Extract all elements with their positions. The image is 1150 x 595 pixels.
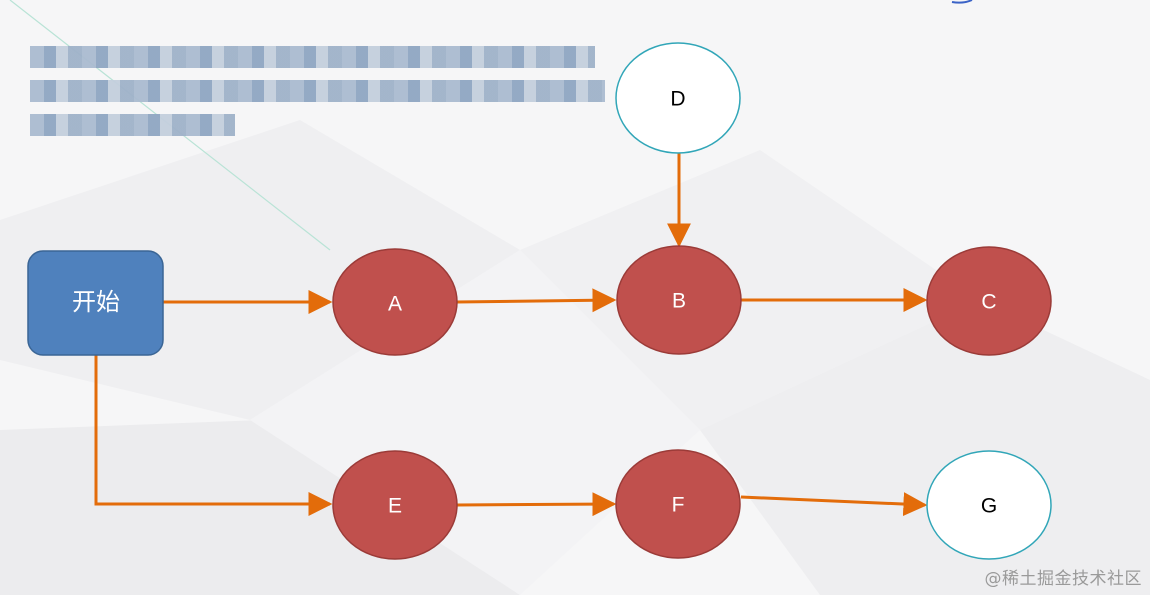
watermark: @稀土掘金技术社区	[984, 569, 1142, 589]
node-start[interactable]: 开始	[27, 250, 164, 356]
node-a-circle[interactable]	[332, 248, 458, 356]
node-b-label: B	[672, 290, 686, 313]
redacted-row	[30, 46, 595, 68]
node-c[interactable]: C	[926, 246, 1052, 356]
edge-e-f	[456, 492, 617, 517]
node-d-circle[interactable]	[615, 42, 741, 154]
blue-decor-stroke	[951, 0, 973, 4]
node-f[interactable]: F	[615, 449, 741, 559]
node-g-circle[interactable]	[926, 450, 1052, 560]
node-c-circle[interactable]	[926, 246, 1052, 356]
node-e-circle[interactable]	[332, 450, 458, 560]
node-b[interactable]: B	[616, 245, 742, 355]
edge-start-e	[94, 355, 333, 516]
node-f-circle[interactable]	[615, 449, 741, 559]
node-c-label: C	[981, 291, 996, 314]
node-a-label: A	[388, 293, 402, 316]
node-b-circle[interactable]	[616, 245, 742, 355]
node-e-label: E	[388, 495, 402, 518]
redacted-row	[30, 114, 235, 136]
start-node-label: 开始	[72, 288, 120, 316]
node-f-label: F	[672, 494, 685, 517]
node-a[interactable]: A	[332, 248, 458, 356]
node-d[interactable]: D	[615, 42, 741, 154]
node-g-label: G	[981, 495, 997, 518]
redacted-text-block	[30, 44, 610, 140]
edge-a-b	[456, 288, 617, 313]
redacted-row	[30, 80, 605, 102]
start-node-box[interactable]	[27, 250, 164, 356]
node-g[interactable]: G	[926, 450, 1052, 560]
edges	[94, 152, 928, 517]
edge-f-g	[740, 492, 928, 517]
node-d-label: D	[670, 88, 685, 111]
node-e[interactable]: E	[332, 450, 458, 560]
